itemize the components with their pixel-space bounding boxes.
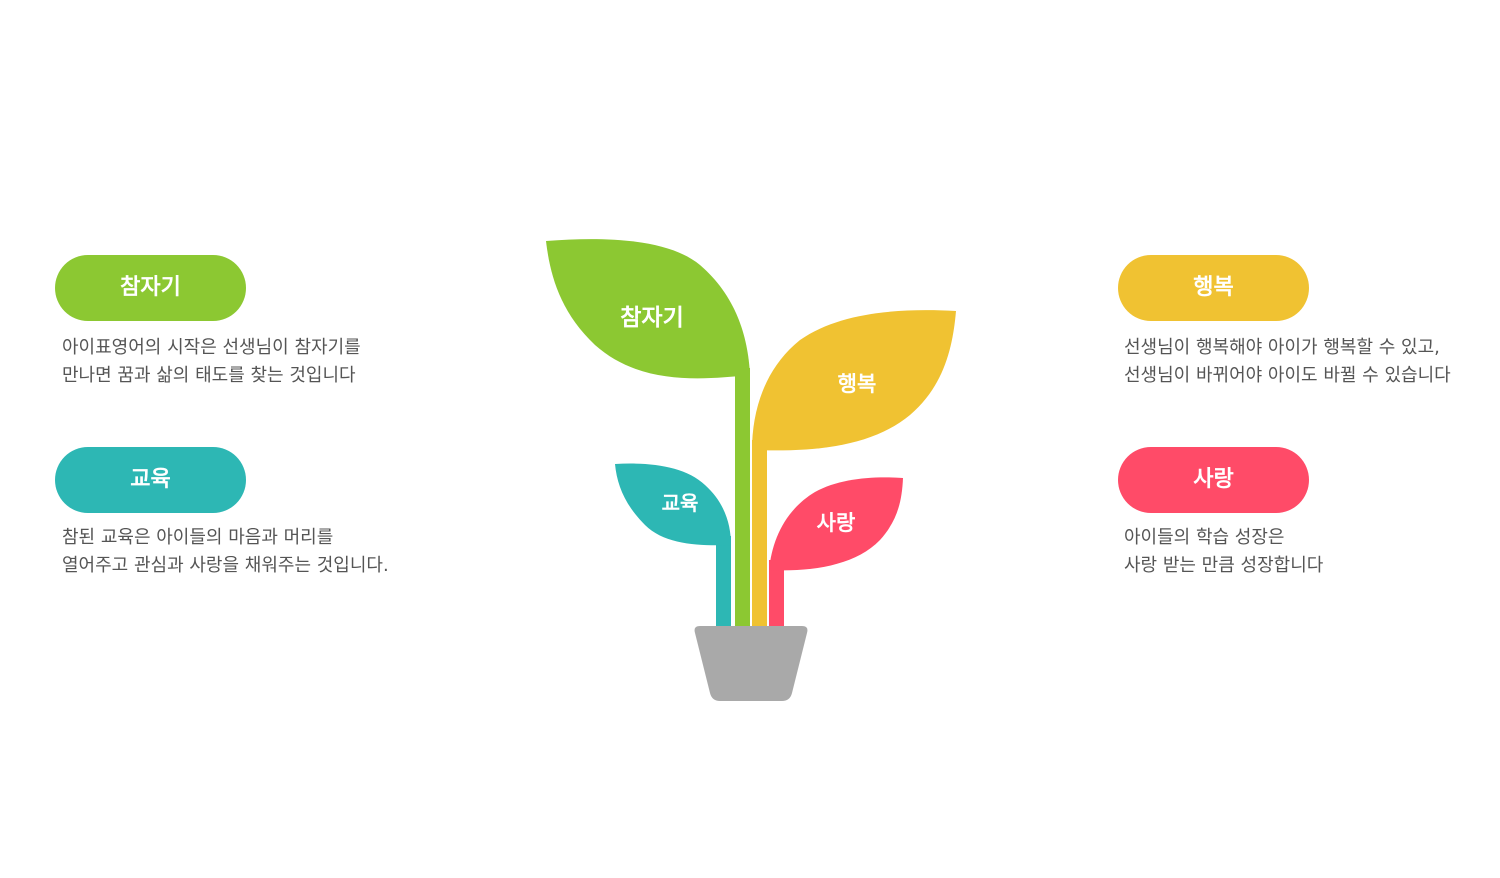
pill-participate: 참자기 (55, 255, 246, 321)
leaf-label-participate: 참자기 (620, 305, 683, 331)
desc-education-line-2: 열어주고 관심과 사랑을 채워주는 것입니다. (62, 555, 389, 576)
leaf-education (615, 463, 731, 546)
desc-happiness: 선생님이 행복해야 아이가 행복할 수 있고, 선생님이 바뀌어야 아이도 바뀔… (1124, 334, 1451, 390)
desc-love-line-2: 사랑 받는 만큼 성장합니다 (1124, 555, 1324, 576)
pill-happiness: 행복 (1118, 255, 1309, 321)
leaf-label-love: 사랑 (817, 511, 856, 535)
stem-education (716, 536, 731, 630)
leaf-label-happiness: 행복 (838, 372, 877, 396)
desc-happiness-line-2: 선생님이 바뀌어야 아이도 바뀔 수 있습니다 (1124, 365, 1451, 386)
leaf-participate (546, 239, 750, 379)
pill-love: 사랑 (1118, 447, 1309, 513)
desc-participate: 아이표영어의 시작은 선생님이 참자기를 만나면 꿈과 삶의 태도를 찾는 것입… (62, 334, 361, 390)
desc-education-line-1: 참된 교육은 아이들의 마음과 머리를 (62, 527, 334, 548)
leaf-happiness (752, 310, 956, 451)
stem-happiness (752, 440, 767, 630)
desc-participate-line-1: 아이표영어의 시작은 선생님이 참자기를 (62, 337, 361, 358)
desc-participate-line-2: 만나면 꿈과 삶의 태도를 찾는 것입니다 (62, 365, 356, 386)
stem-love (769, 560, 784, 630)
desc-love-line-1: 아이들의 학습 성장은 (1124, 527, 1285, 548)
pill-education: 교육 (55, 447, 246, 513)
stem-participate (735, 368, 750, 630)
plant-pot (694, 626, 808, 701)
desc-happiness-line-1: 선생님이 행복해야 아이가 행복할 수 있고, (1124, 337, 1440, 358)
desc-education: 참된 교육은 아이들의 마음과 머리를 열어주고 관심과 사랑을 채워주는 것입… (62, 524, 389, 580)
leaf-love (769, 477, 903, 571)
desc-love: 아이들의 학습 성장은 사랑 받는 만큼 성장합니다 (1124, 524, 1323, 580)
leaf-label-education: 교육 (662, 491, 699, 515)
